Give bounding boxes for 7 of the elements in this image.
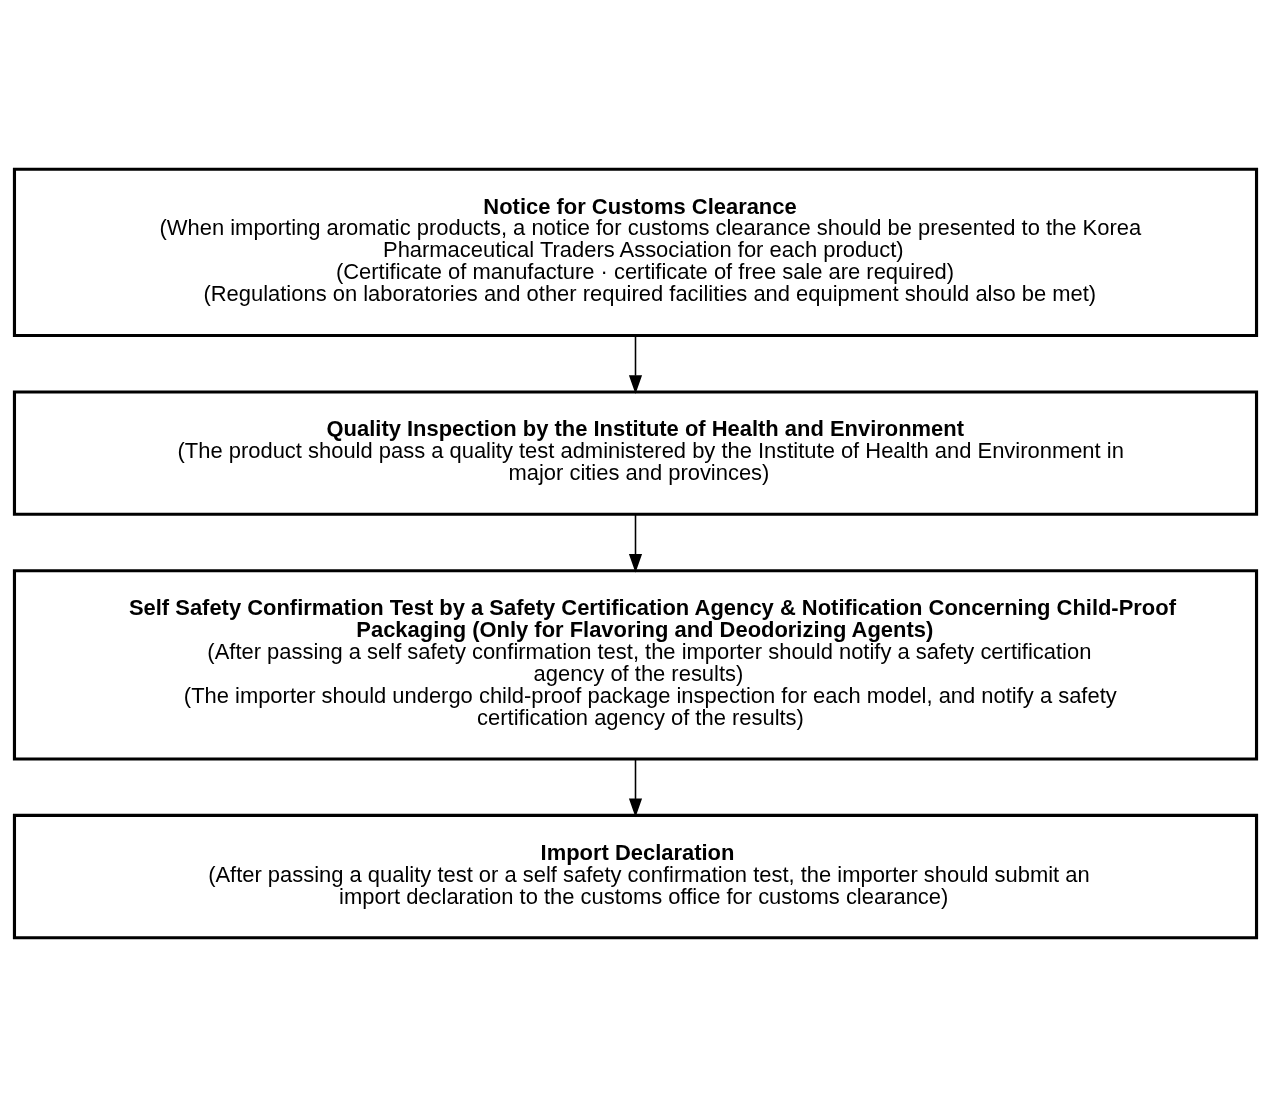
node-box: Notice for Customs Clearance (When importing aromatic products, a notice for customs clearance should be presented to the Korea Pharmaceutical Traders Association for each product) (Certificate of manufacture · certificate of free sale are required) (Regulations on laboratories and other required facilities and equipment should also be met) bbox=[12, 167, 1259, 337]
node-box: Quality Inspection by the Institute of Health and Environment (The product should pass a quality test administered by the Institute of Health and Environment in major cities and provinces) bbox=[12, 389, 1259, 516]
arrow bbox=[628, 334, 643, 394]
node-box: Import Declaration (After passing a quality test or a self safety confirmation test, the importer should submit an import declaration to the customs office for customs clearance) bbox=[12, 813, 1259, 939]
arrow bbox=[628, 757, 643, 817]
arrow bbox=[628, 513, 643, 573]
node-box: Self Safety Confirmation Test by a Safety Certification Agency & Notification Concerning Child-Proof Packaging (Only for Flavoring and Deodorizing Agents) (After passing a self safety confirmation test, the importer should notify a safety certification agency of the results) (The importer should undergo child-proof package inspection for each model, and notify a safety certification agency of the results) bbox=[12, 568, 1259, 760]
